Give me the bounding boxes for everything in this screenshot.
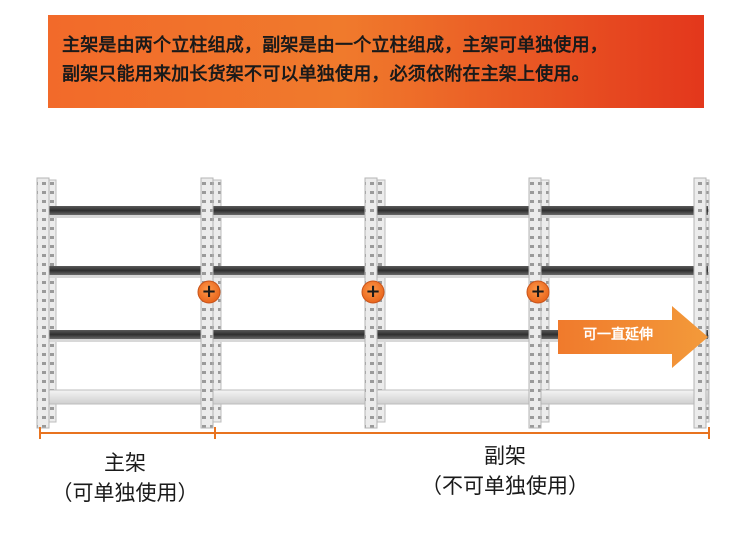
banner-line-1: 主架是由两个立柱组成，副架是由一个立柱组成，主架可单独使用， bbox=[62, 35, 608, 56]
extend-arrow-label: 可一直延伸 bbox=[583, 327, 653, 343]
main-frame-note: （可单独使用） bbox=[51, 481, 199, 505]
banner-line-2: 副架只能用来加长货架不可以单独使用，必须依附在主架上使用。 bbox=[62, 64, 590, 85]
main-frame-name: 主架 bbox=[104, 451, 146, 475]
plus-connector-icon bbox=[197, 280, 550, 304]
plus-label-1: + bbox=[201, 281, 217, 302]
sub-frame-caption: 副架 （不可单独使用） bbox=[360, 441, 650, 501]
main-frame-caption: 主架 （可单独使用） bbox=[30, 448, 220, 508]
sub-frame-note: （不可单独使用） bbox=[421, 474, 589, 498]
plus-label-2: + bbox=[365, 281, 381, 302]
info-banner: 主架是由两个立柱组成，副架是由一个立柱组成，主架可单独使用， 副架只能用来加长货… bbox=[48, 15, 704, 108]
sub-frame-name: 副架 bbox=[484, 444, 526, 468]
plus-label-3: + bbox=[530, 281, 546, 302]
extend-arrow-icon bbox=[558, 306, 708, 368]
dimension-lines bbox=[39, 427, 710, 439]
